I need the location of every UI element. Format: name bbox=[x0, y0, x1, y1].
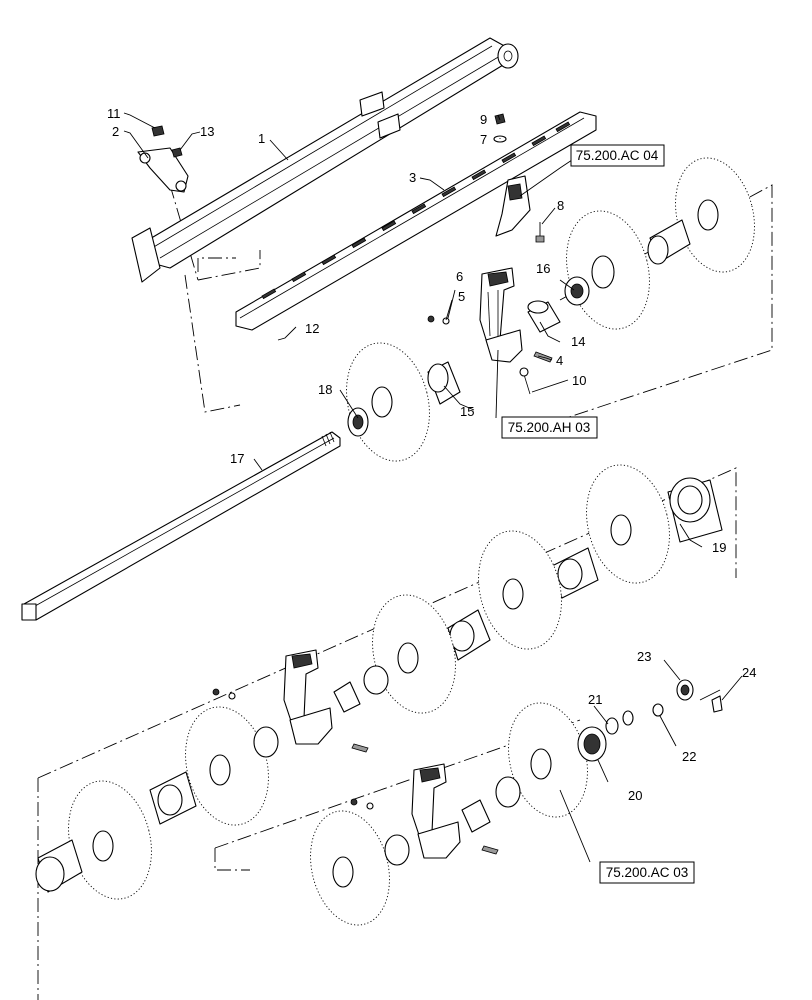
reference-ac03-label: 75.200.AC 03 bbox=[606, 865, 689, 880]
callout-2: 2 bbox=[112, 124, 119, 139]
frame-tube bbox=[131, 37, 519, 283]
callout-11: 11 bbox=[107, 106, 121, 121]
callout-6: 6 bbox=[456, 269, 463, 284]
callout-5: 5 bbox=[458, 289, 465, 304]
reference-box-ah03[interactable]: 75.200.AH 03 bbox=[501, 416, 598, 439]
hanger-arm-upper bbox=[427, 267, 553, 395]
callout-19: 19 bbox=[712, 540, 726, 555]
callout-21: 21 bbox=[588, 692, 602, 707]
disc-blades-lower bbox=[35, 464, 723, 926]
callout-17: 17 bbox=[230, 451, 244, 466]
reference-box-ac03[interactable]: 75.200.AC 03 bbox=[599, 861, 695, 884]
callout-18: 18 bbox=[318, 382, 332, 397]
reference-ah03-label: 75.200.AH 03 bbox=[508, 420, 591, 435]
blade-mount-upper bbox=[495, 175, 531, 237]
callout-1: 1 bbox=[258, 131, 265, 146]
callout-20: 20 bbox=[628, 788, 642, 803]
callout-23: 23 bbox=[637, 649, 651, 664]
callout-labels: 1 2 3 4 5 6 7 8 9 10 11 12 13 14 15 16 1… bbox=[107, 106, 756, 803]
callout-16: 16 bbox=[536, 261, 550, 276]
bracket-assembly bbox=[137, 125, 189, 193]
disc-blades-upper bbox=[346, 157, 755, 462]
callout-12: 12 bbox=[305, 321, 319, 336]
callout-7: 7 bbox=[480, 132, 487, 147]
mounting-rail bbox=[235, 111, 597, 331]
reference-ac04-label: 75.200.AC 04 bbox=[576, 148, 659, 163]
hanger-arms-lower bbox=[212, 649, 499, 859]
callout-22: 22 bbox=[682, 749, 696, 764]
leader-lines bbox=[123, 112, 743, 863]
bearing-hardware bbox=[577, 679, 723, 762]
callout-4: 4 bbox=[556, 353, 563, 368]
callout-3: 3 bbox=[409, 170, 416, 185]
callout-10: 10 bbox=[572, 373, 586, 388]
callout-24: 24 bbox=[742, 665, 756, 680]
spool-14 bbox=[527, 300, 561, 333]
callout-9: 9 bbox=[480, 112, 487, 127]
gang-shaft bbox=[21, 431, 341, 621]
callout-14: 14 bbox=[571, 334, 585, 349]
callout-15: 15 bbox=[460, 404, 474, 419]
callout-8: 8 bbox=[557, 198, 564, 213]
callout-13: 13 bbox=[200, 124, 214, 139]
reference-box-ac04[interactable]: 75.200.AC 04 bbox=[570, 144, 665, 167]
